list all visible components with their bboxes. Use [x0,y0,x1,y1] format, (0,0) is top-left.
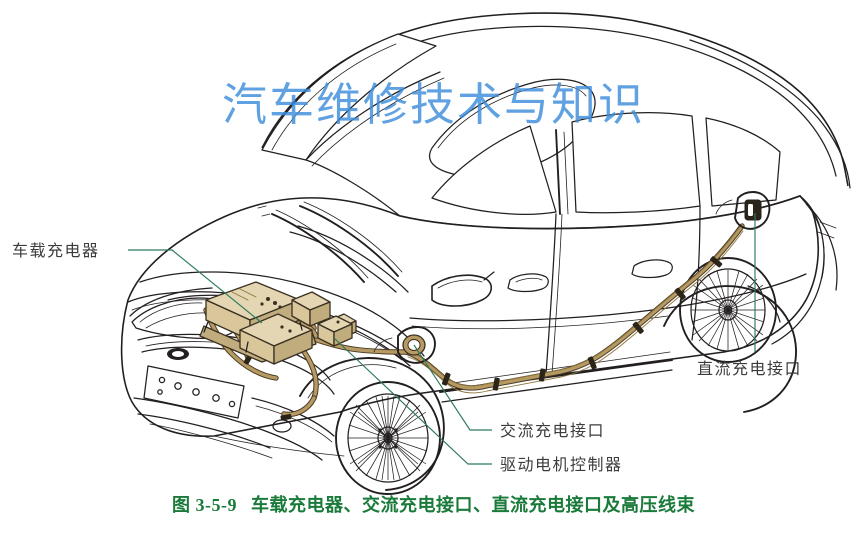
rear-wheel [679,257,777,363]
annotation-label-dc-charging-port: 直流充电接口 [697,361,803,378]
leader-onboard-charger [128,249,263,324]
drive-motor-controller [317,315,353,347]
annotation-label-onboard-charger: 车载充电器 [12,243,100,260]
leader-motor-controller [333,337,492,465]
front-wheel [335,381,441,495]
leader-lines [128,213,756,465]
vehicle-body-outline [120,12,851,491]
dc-charging-port [715,191,771,230]
figure-caption-number: 图 3-5-9 [172,495,237,515]
annotation-label-drive-motor-controller: 驱动电机控制器 [500,457,623,474]
annotation-label-ac-charging-port: 交流充电接口 [500,423,606,440]
figure-caption: 图 3-5-9 车载充电器、交流充电接口、直流充电接口及高压线束 [0,495,867,516]
figure-caption-text: 车载充电器、交流充电接口、直流充电接口及高压线束 [251,495,695,515]
leader-ac-port [413,344,492,431]
